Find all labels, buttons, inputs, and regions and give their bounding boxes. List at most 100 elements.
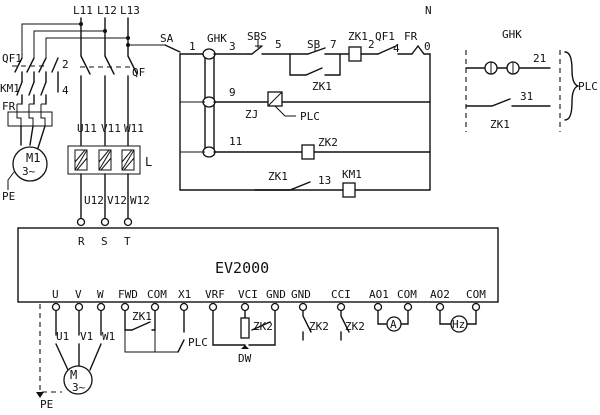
tap-l13 bbox=[45, 37, 128, 58]
control-circuit: N SA 1 GHK 3 SBS 5 SB bbox=[160, 4, 432, 198]
label-zk2-coil: ZK2 bbox=[318, 136, 338, 149]
label-zk2-gnd: ZK2 bbox=[309, 320, 329, 333]
label-plc-x1: PLC bbox=[188, 336, 208, 349]
label-zk1-contact-b: ZK1 bbox=[268, 170, 288, 183]
label-13: 13 bbox=[318, 174, 331, 187]
vrf-wire bbox=[212, 310, 246, 346]
terminal-label-com-2: COM bbox=[397, 288, 417, 301]
label-t: T bbox=[124, 235, 131, 248]
terminal-label-ao2: AO2 bbox=[430, 288, 450, 301]
sa-switch bbox=[164, 44, 181, 53]
terminal-label-w: W bbox=[97, 288, 104, 301]
qf1-left-breaker bbox=[12, 57, 48, 83]
plc-x1-contact bbox=[177, 339, 185, 353]
label-11: 11 bbox=[229, 135, 242, 148]
label-9: 9 bbox=[229, 86, 236, 99]
label-v12: V12 bbox=[107, 194, 127, 207]
tap-l11 bbox=[21, 23, 81, 58]
terminal-label-x1: X1 bbox=[178, 288, 191, 301]
label-4-ctrl: 4 bbox=[393, 42, 400, 55]
inverter-terminal-labels: U V W FWD COM X1 VRF VCI GND GND CCI AO1… bbox=[52, 288, 486, 301]
plc-brace bbox=[564, 51, 581, 121]
label-zk2-cci: ZK2 bbox=[345, 320, 365, 333]
zk2-coil bbox=[301, 144, 315, 160]
label-qf1-left: QF1 bbox=[2, 52, 22, 65]
label-l13: L13 bbox=[120, 4, 140, 17]
km1-left-contactor bbox=[16, 81, 47, 105]
pe-wire-top bbox=[7, 171, 15, 190]
ao1-wire bbox=[377, 310, 387, 325]
gnd-1-wire bbox=[248, 310, 276, 346]
tap-l12 bbox=[33, 30, 105, 58]
zk1-plc-contact bbox=[465, 98, 511, 107]
label-m1-phase: 3~ bbox=[22, 165, 36, 178]
label-meter-a: A bbox=[390, 318, 397, 331]
inverter-label: EV2000 bbox=[215, 259, 269, 277]
label-zk1-coil: ZK1 bbox=[348, 30, 368, 43]
ammeter bbox=[386, 316, 402, 332]
zj-relay bbox=[267, 91, 431, 107]
label-sbs: SBS bbox=[247, 30, 267, 43]
pe-ground-arrow bbox=[36, 392, 44, 398]
label-sa: SA bbox=[160, 32, 174, 45]
label-l12: L12 bbox=[97, 4, 117, 17]
zk2-gnd-contact bbox=[302, 310, 312, 333]
label-u11: U11 bbox=[77, 122, 97, 135]
label-r: R bbox=[78, 235, 85, 248]
label-zk2-vci: ZK2 bbox=[253, 320, 273, 333]
main-motor: M 3~ bbox=[63, 365, 93, 395]
label-dw: DW bbox=[238, 352, 252, 365]
ao2-wire bbox=[439, 310, 452, 325]
label-zj: ZJ bbox=[245, 108, 258, 121]
com-3-wire bbox=[466, 310, 477, 325]
sb-start-button bbox=[289, 44, 349, 55]
label-7: 7 bbox=[330, 38, 337, 51]
label-motor: M bbox=[70, 368, 77, 382]
label-zk1-plc: ZK1 bbox=[490, 118, 510, 131]
qf1-aux-contact bbox=[51, 57, 59, 73]
com-2-wire bbox=[401, 310, 409, 325]
label-plc-ctrl: PLC bbox=[300, 110, 320, 123]
dw-potentiometer bbox=[240, 317, 250, 339]
label-4-left: 4 bbox=[62, 84, 69, 97]
bottom-wiring: U1 V1 W1 M 3~ PE ZK1 PLC DW ZK2 bbox=[36, 304, 477, 411]
terminal-t bbox=[123, 217, 133, 227]
label-qf1-ctrl: QF1 bbox=[375, 30, 395, 43]
label-reactor: L bbox=[145, 155, 152, 169]
plc-output-section: GHK 21 31 ZK1 PLC bbox=[465, 28, 598, 132]
label-km1-left: KM1 bbox=[0, 82, 20, 95]
label-u12: U12 bbox=[84, 194, 104, 207]
label-fr-left: FR bbox=[2, 100, 16, 113]
ev2000-inverter: R S T EV2000 bbox=[17, 227, 499, 303]
inverter-box bbox=[17, 227, 499, 303]
zk1-coil bbox=[348, 46, 362, 62]
label-v11: V11 bbox=[101, 122, 121, 135]
fwd-wire bbox=[124, 310, 133, 331]
reactor-l: L bbox=[67, 145, 152, 175]
label-n: N bbox=[425, 4, 432, 17]
label-21: 21 bbox=[533, 52, 546, 65]
terminal-label-ao1: AO1 bbox=[369, 288, 389, 301]
label-l11: L11 bbox=[73, 4, 93, 17]
label-pe-top: PE bbox=[2, 190, 15, 203]
label-sb: SB bbox=[307, 38, 321, 51]
power-section: L11 L12 L13 QF1 2 4 KM1 bbox=[0, 4, 165, 227]
zk1-seal-contact bbox=[289, 53, 323, 76]
sbs-stop-button bbox=[247, 40, 291, 55]
label-5: 5 bbox=[275, 38, 282, 51]
label-plc-out: PLC bbox=[578, 80, 598, 93]
label-2-ctrl: 2 bbox=[368, 38, 375, 51]
label-1: 1 bbox=[189, 40, 196, 53]
label-3: 3 bbox=[229, 40, 236, 53]
terminal-label-gnd-2: GND bbox=[291, 288, 311, 301]
label-v1: V1 bbox=[80, 330, 93, 343]
zk2-vci-contact bbox=[251, 321, 271, 331]
fr-ctrl-contact bbox=[411, 44, 431, 55]
zk1-fwd-contact bbox=[131, 321, 151, 331]
label-s: S bbox=[101, 235, 108, 248]
label-w11: W11 bbox=[124, 122, 144, 135]
terminal-label-vci: VCI bbox=[238, 288, 258, 301]
fr-left-thermal-relay bbox=[7, 103, 53, 127]
ghk-contact-column bbox=[180, 48, 216, 158]
